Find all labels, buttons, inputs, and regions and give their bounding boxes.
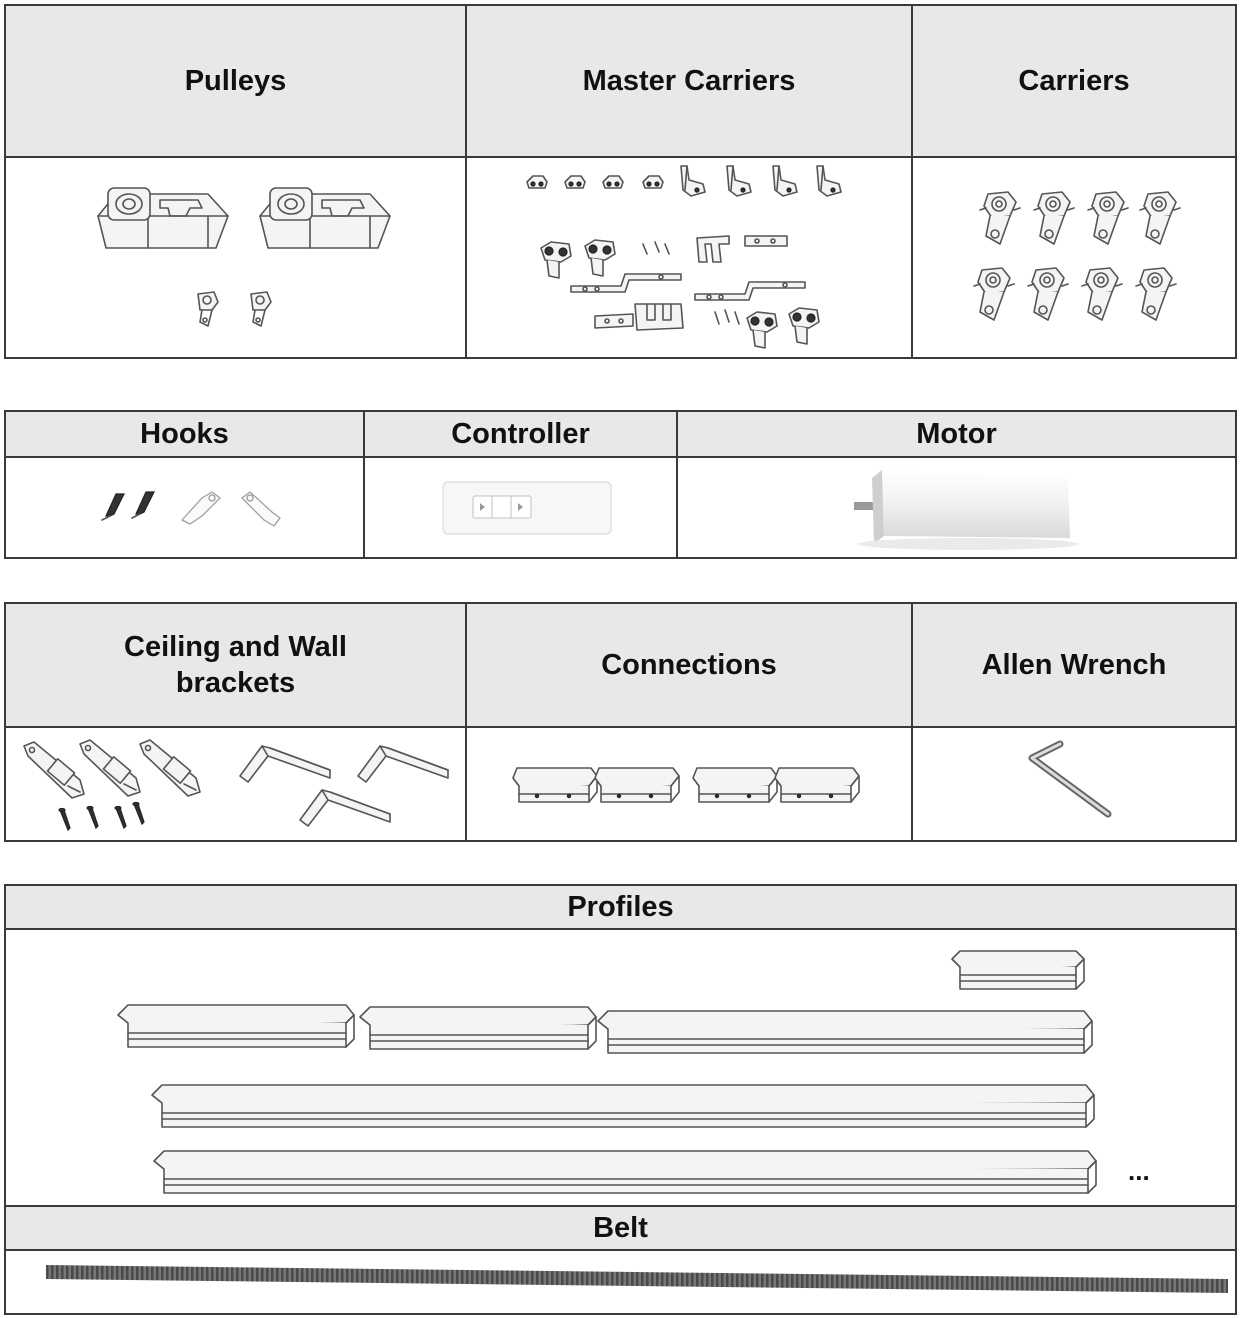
header-connections: Connections bbox=[467, 604, 913, 726]
header-belt: Belt bbox=[593, 1211, 648, 1244]
master-carriers-image-cell bbox=[467, 158, 913, 357]
parts-table-2: Hooks Controller Motor bbox=[4, 410, 1237, 559]
carriers-image-cell bbox=[913, 158, 1235, 357]
hook-icon bbox=[101, 491, 281, 527]
header-motor: Motor bbox=[916, 417, 997, 450]
carrier-icon bbox=[973, 191, 1181, 321]
allen-wrench-icon bbox=[1028, 740, 1112, 818]
motor-icon bbox=[854, 470, 1078, 550]
parts-table-4: Profiles bbox=[4, 884, 1237, 1315]
hooks-image-cell bbox=[6, 458, 365, 557]
header-profiles: Profiles bbox=[567, 890, 674, 923]
remote-controller-icon bbox=[442, 481, 612, 535]
header-ceiling-wall-brackets: Ceiling and Wall brackets bbox=[6, 604, 467, 726]
motor-image-cell bbox=[678, 458, 1236, 557]
brackets-image-cell bbox=[6, 728, 467, 840]
profile-rail-icon bbox=[117, 950, 1097, 1194]
belt-icon bbox=[46, 1265, 1228, 1293]
connector-icon bbox=[512, 767, 860, 803]
pulleys-image-cell bbox=[6, 158, 467, 357]
header-master-carriers: Master Carriers bbox=[467, 6, 913, 156]
parts-table-3: Ceiling and Wall brackets Connections Al… bbox=[4, 602, 1237, 842]
header-allen-wrench: Allen Wrench bbox=[981, 648, 1167, 681]
bracket-icon bbox=[23, 739, 449, 831]
pulley-icon bbox=[97, 187, 391, 327]
profiles-more-ellipsis: ... bbox=[1128, 1156, 1150, 1186]
belt-image-cell bbox=[6, 1251, 1235, 1311]
controller-image-cell bbox=[365, 458, 678, 557]
header-carriers: Carriers bbox=[1018, 64, 1130, 97]
header-hooks: Hooks bbox=[6, 412, 365, 456]
allen-wrench-image-cell bbox=[913, 728, 1235, 840]
profiles-image-cell: ... bbox=[6, 930, 1235, 1205]
parts-table-1: Pulleys Master Carriers Carriers bbox=[4, 4, 1237, 359]
connections-image-cell bbox=[467, 728, 913, 840]
header-controller: Controller bbox=[365, 412, 678, 456]
master-carrier-kit-icon bbox=[526, 165, 842, 349]
header-pulleys: Pulleys bbox=[6, 6, 467, 156]
